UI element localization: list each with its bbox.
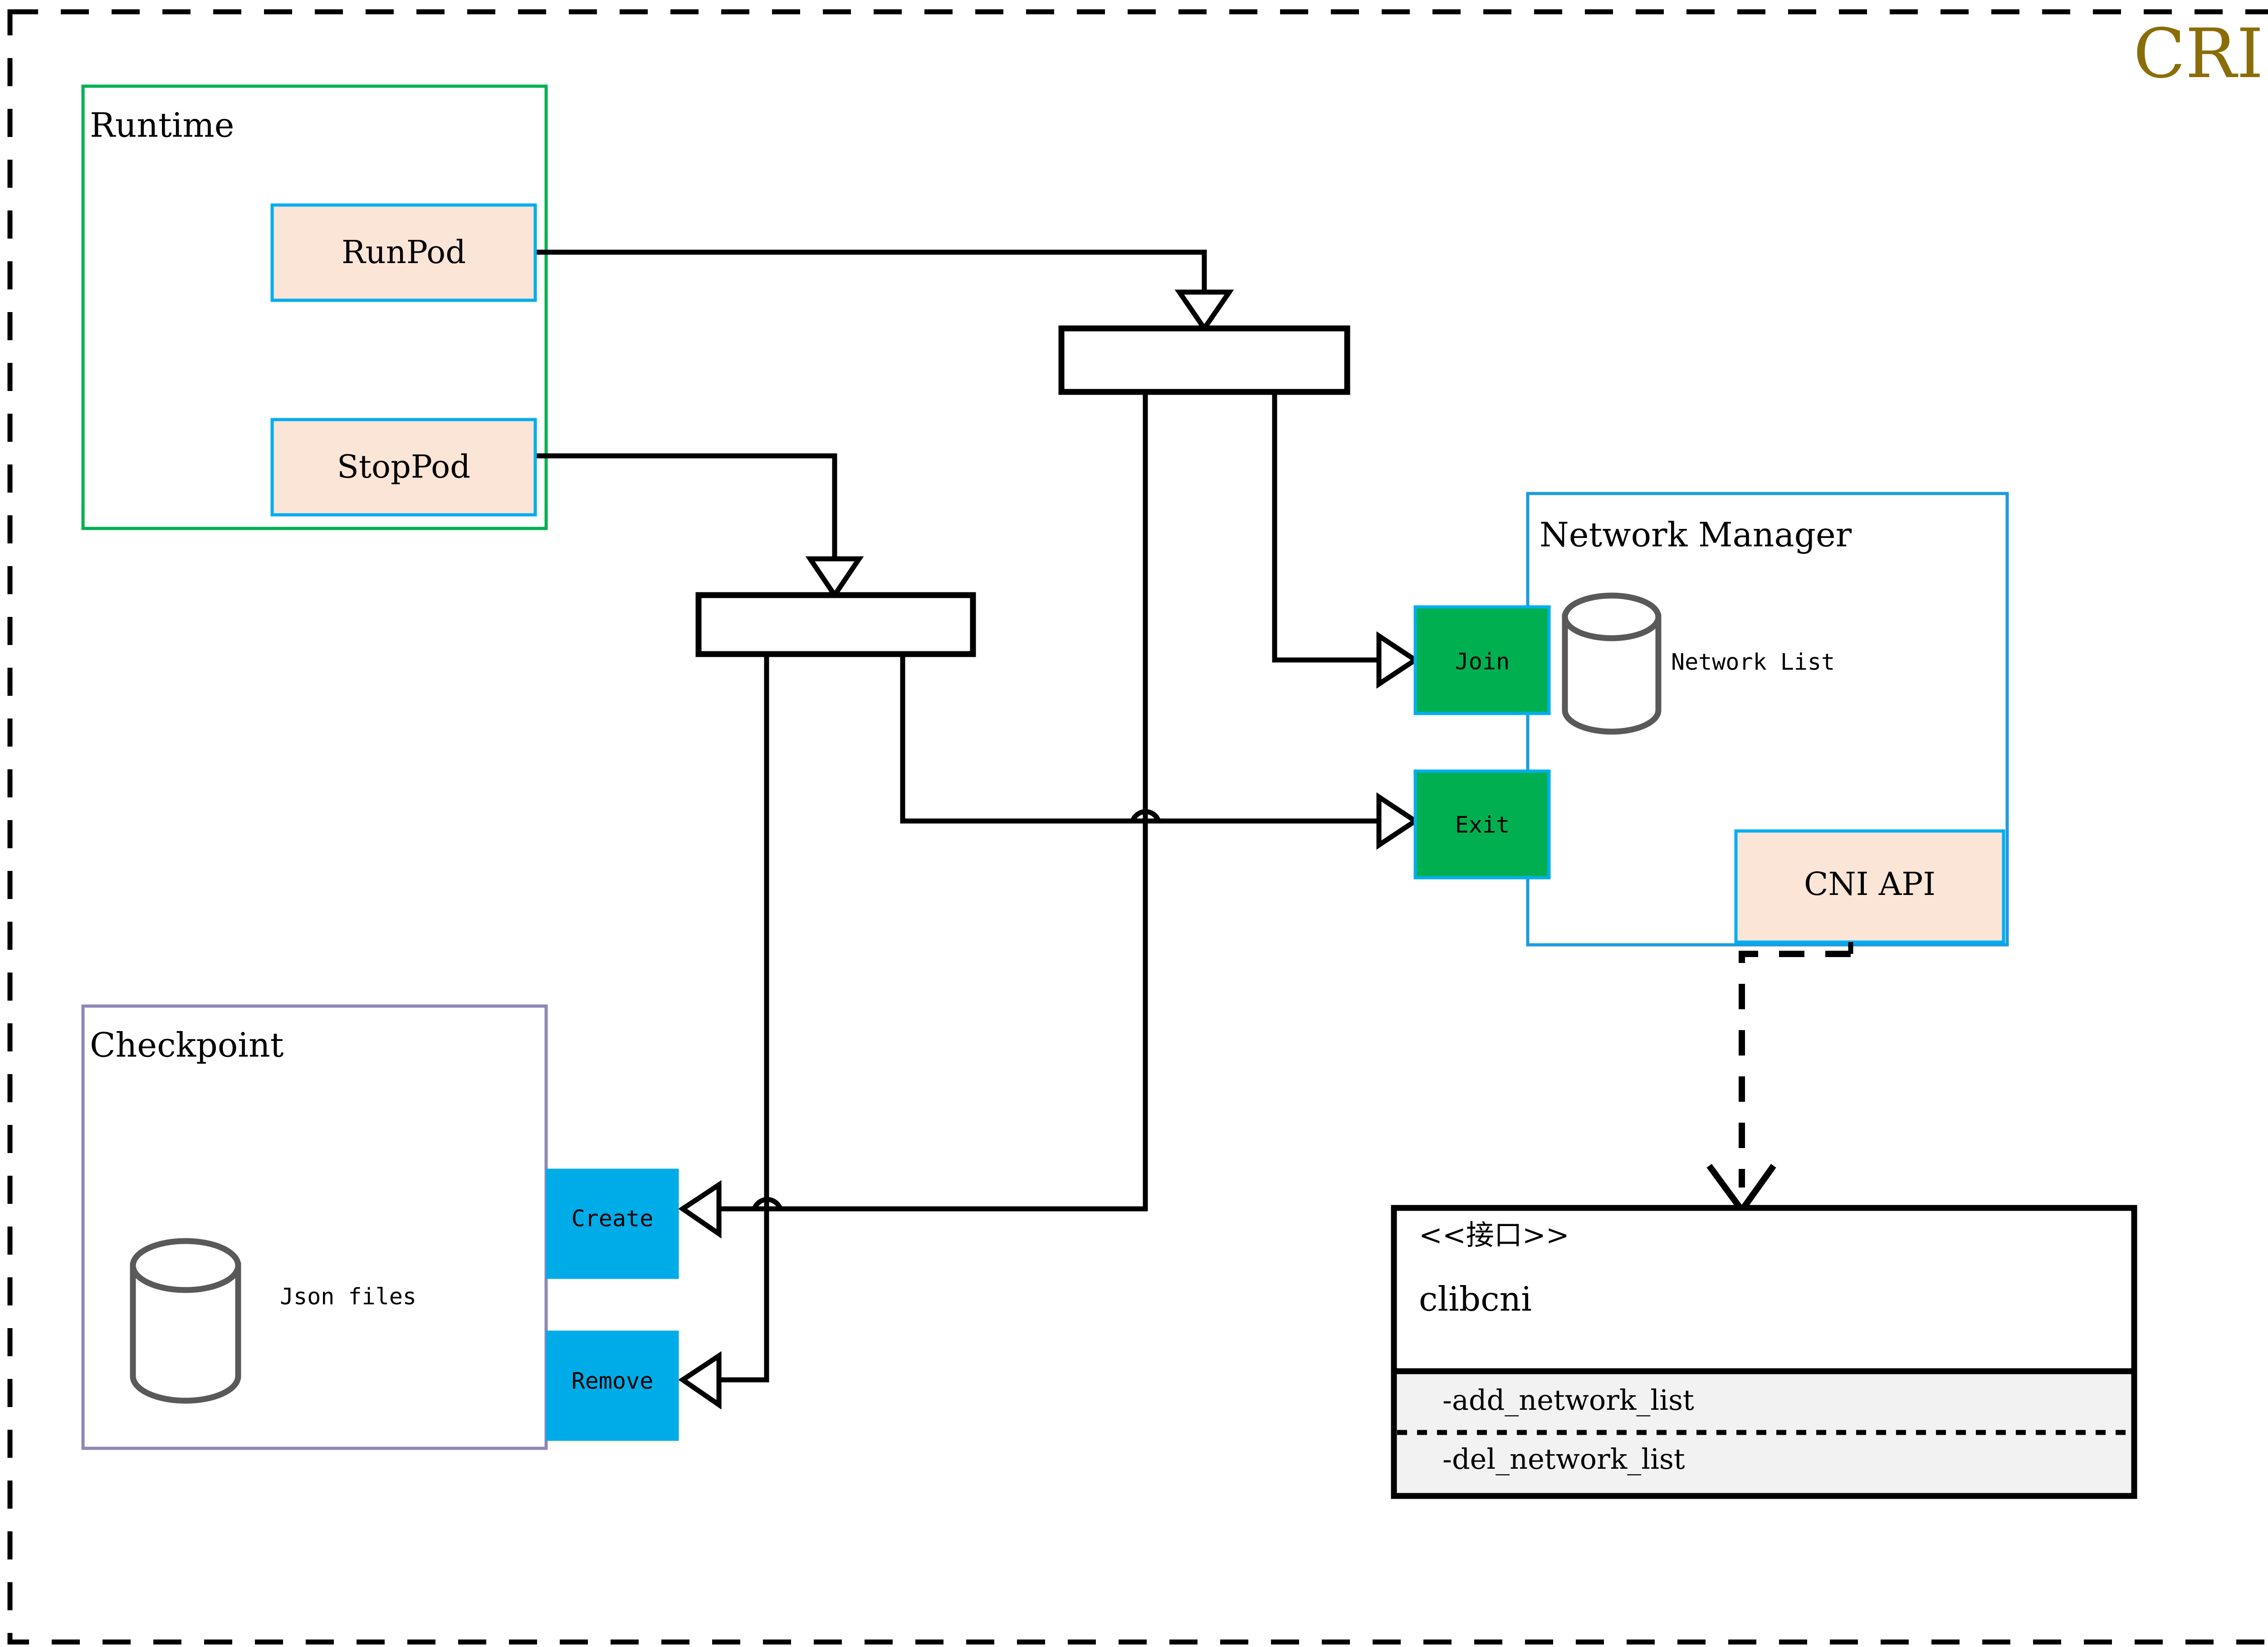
network-list-cylinder xyxy=(1562,592,1662,735)
op-create-label: Create xyxy=(572,1206,654,1232)
edge-fork-runpod-to-join xyxy=(1272,392,1386,663)
op-cni-api-label: CNI API xyxy=(1804,865,1936,903)
group-network-manager-label: Network Manager xyxy=(1540,515,1852,554)
interface-method-0: -add_network_list xyxy=(1442,1383,1694,1417)
edge-fork-stoppod-to-exit xyxy=(900,654,1386,824)
group-checkpoint-label: Checkpoint xyxy=(90,1026,284,1065)
interface-stereotype: <<接口>> xyxy=(1419,1218,1569,1251)
edge-cni-api-to-clibcni xyxy=(1739,951,1851,1188)
op-remove[interactable] xyxy=(546,1330,679,1441)
arrowhead-exit-icon xyxy=(1376,792,1420,850)
op-create[interactable] xyxy=(546,1168,679,1279)
op-stoppod-label: StopPod xyxy=(337,448,470,485)
op-join[interactable] xyxy=(1413,605,1551,715)
network-list-label: Network List xyxy=(1671,649,1835,675)
outer-frame xyxy=(7,9,2268,1645)
op-cni-api[interactable] xyxy=(1734,829,2005,944)
op-exit[interactable] xyxy=(1413,769,1551,880)
op-stoppod[interactable] xyxy=(270,418,537,517)
line-hop-exit-rail xyxy=(1130,809,1161,822)
op-runpod[interactable] xyxy=(270,203,537,302)
fork-node-runpod xyxy=(1058,325,1350,395)
edge-fork-runpod-to-create xyxy=(712,392,1148,1212)
op-exit-label: Exit xyxy=(1455,812,1510,838)
fork-node-stoppod xyxy=(695,592,976,657)
edge-stoppod-to-fork xyxy=(535,453,837,567)
arrowhead-runpod-fork-icon xyxy=(1174,289,1234,333)
edge-runpod-to-fork xyxy=(535,249,1207,299)
json-files-label: Json files xyxy=(280,1284,416,1310)
arrowhead-join-icon xyxy=(1376,631,1420,689)
op-runpod-label: RunPod xyxy=(342,234,466,271)
interface-name: clibcni xyxy=(1419,1280,1532,1319)
arrowhead-stoppod-fork-icon xyxy=(805,556,864,600)
op-remove-label: Remove xyxy=(572,1368,654,1394)
json-files-cylinder xyxy=(130,1238,241,1404)
arrowhead-remove-icon xyxy=(678,1351,722,1410)
group-runtime-label: Runtime xyxy=(90,106,234,145)
page-title: CRI xyxy=(2133,15,2263,93)
interface-method-1: -del_network_list xyxy=(1442,1442,1685,1476)
arrowhead-create-icon xyxy=(678,1180,722,1239)
edge-fork-stoppod-to-remove xyxy=(712,654,769,1383)
op-join-label: Join xyxy=(1455,649,1510,675)
